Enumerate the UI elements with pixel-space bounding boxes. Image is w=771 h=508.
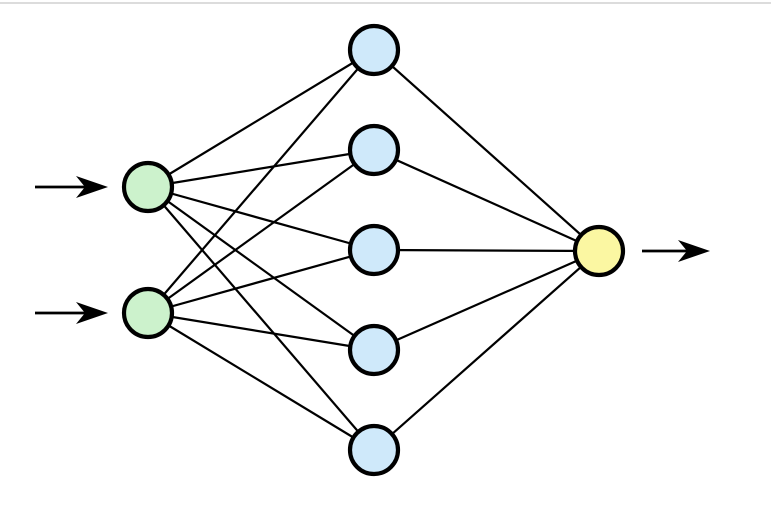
- output-arrow-head: [678, 240, 710, 262]
- edge-input-2-hidden-1: [147, 49, 375, 314]
- input-arrow-1-head: [76, 176, 108, 198]
- edge-input-1-hidden-1: [147, 49, 375, 188]
- output-1-node: [572, 224, 626, 278]
- edge-hidden-4-output-1: [373, 249, 600, 352]
- edge-hidden-5-output-1: [373, 250, 600, 451]
- hidden-1-node: [347, 23, 401, 77]
- input-arrow-2-head: [76, 302, 108, 324]
- top-divider: [0, 2, 771, 4]
- edge-hidden-2-output-1: [373, 148, 600, 253]
- hidden-5-node: [347, 423, 401, 477]
- edge-hidden-1-output-1: [373, 49, 600, 252]
- edge-hidden-3-output-1: [373, 248, 600, 253]
- input-2-node: [121, 286, 175, 340]
- edge-input-1-hidden-2: [147, 148, 375, 189]
- edge-input-1-hidden-3: [147, 185, 375, 252]
- hidden-4-node: [347, 323, 401, 377]
- edge-input-1-hidden-5: [147, 186, 375, 451]
- edge-input-2-hidden-2: [147, 149, 375, 314]
- input-1-node: [121, 160, 175, 214]
- edge-input-1-hidden-4: [147, 186, 375, 351]
- edge-input-2-hidden-5: [147, 312, 375, 451]
- edge-input-2-hidden-4: [147, 311, 375, 352]
- hidden-2-node: [347, 123, 401, 177]
- hidden-3-node: [347, 223, 401, 277]
- edge-input-2-hidden-3: [147, 248, 375, 315]
